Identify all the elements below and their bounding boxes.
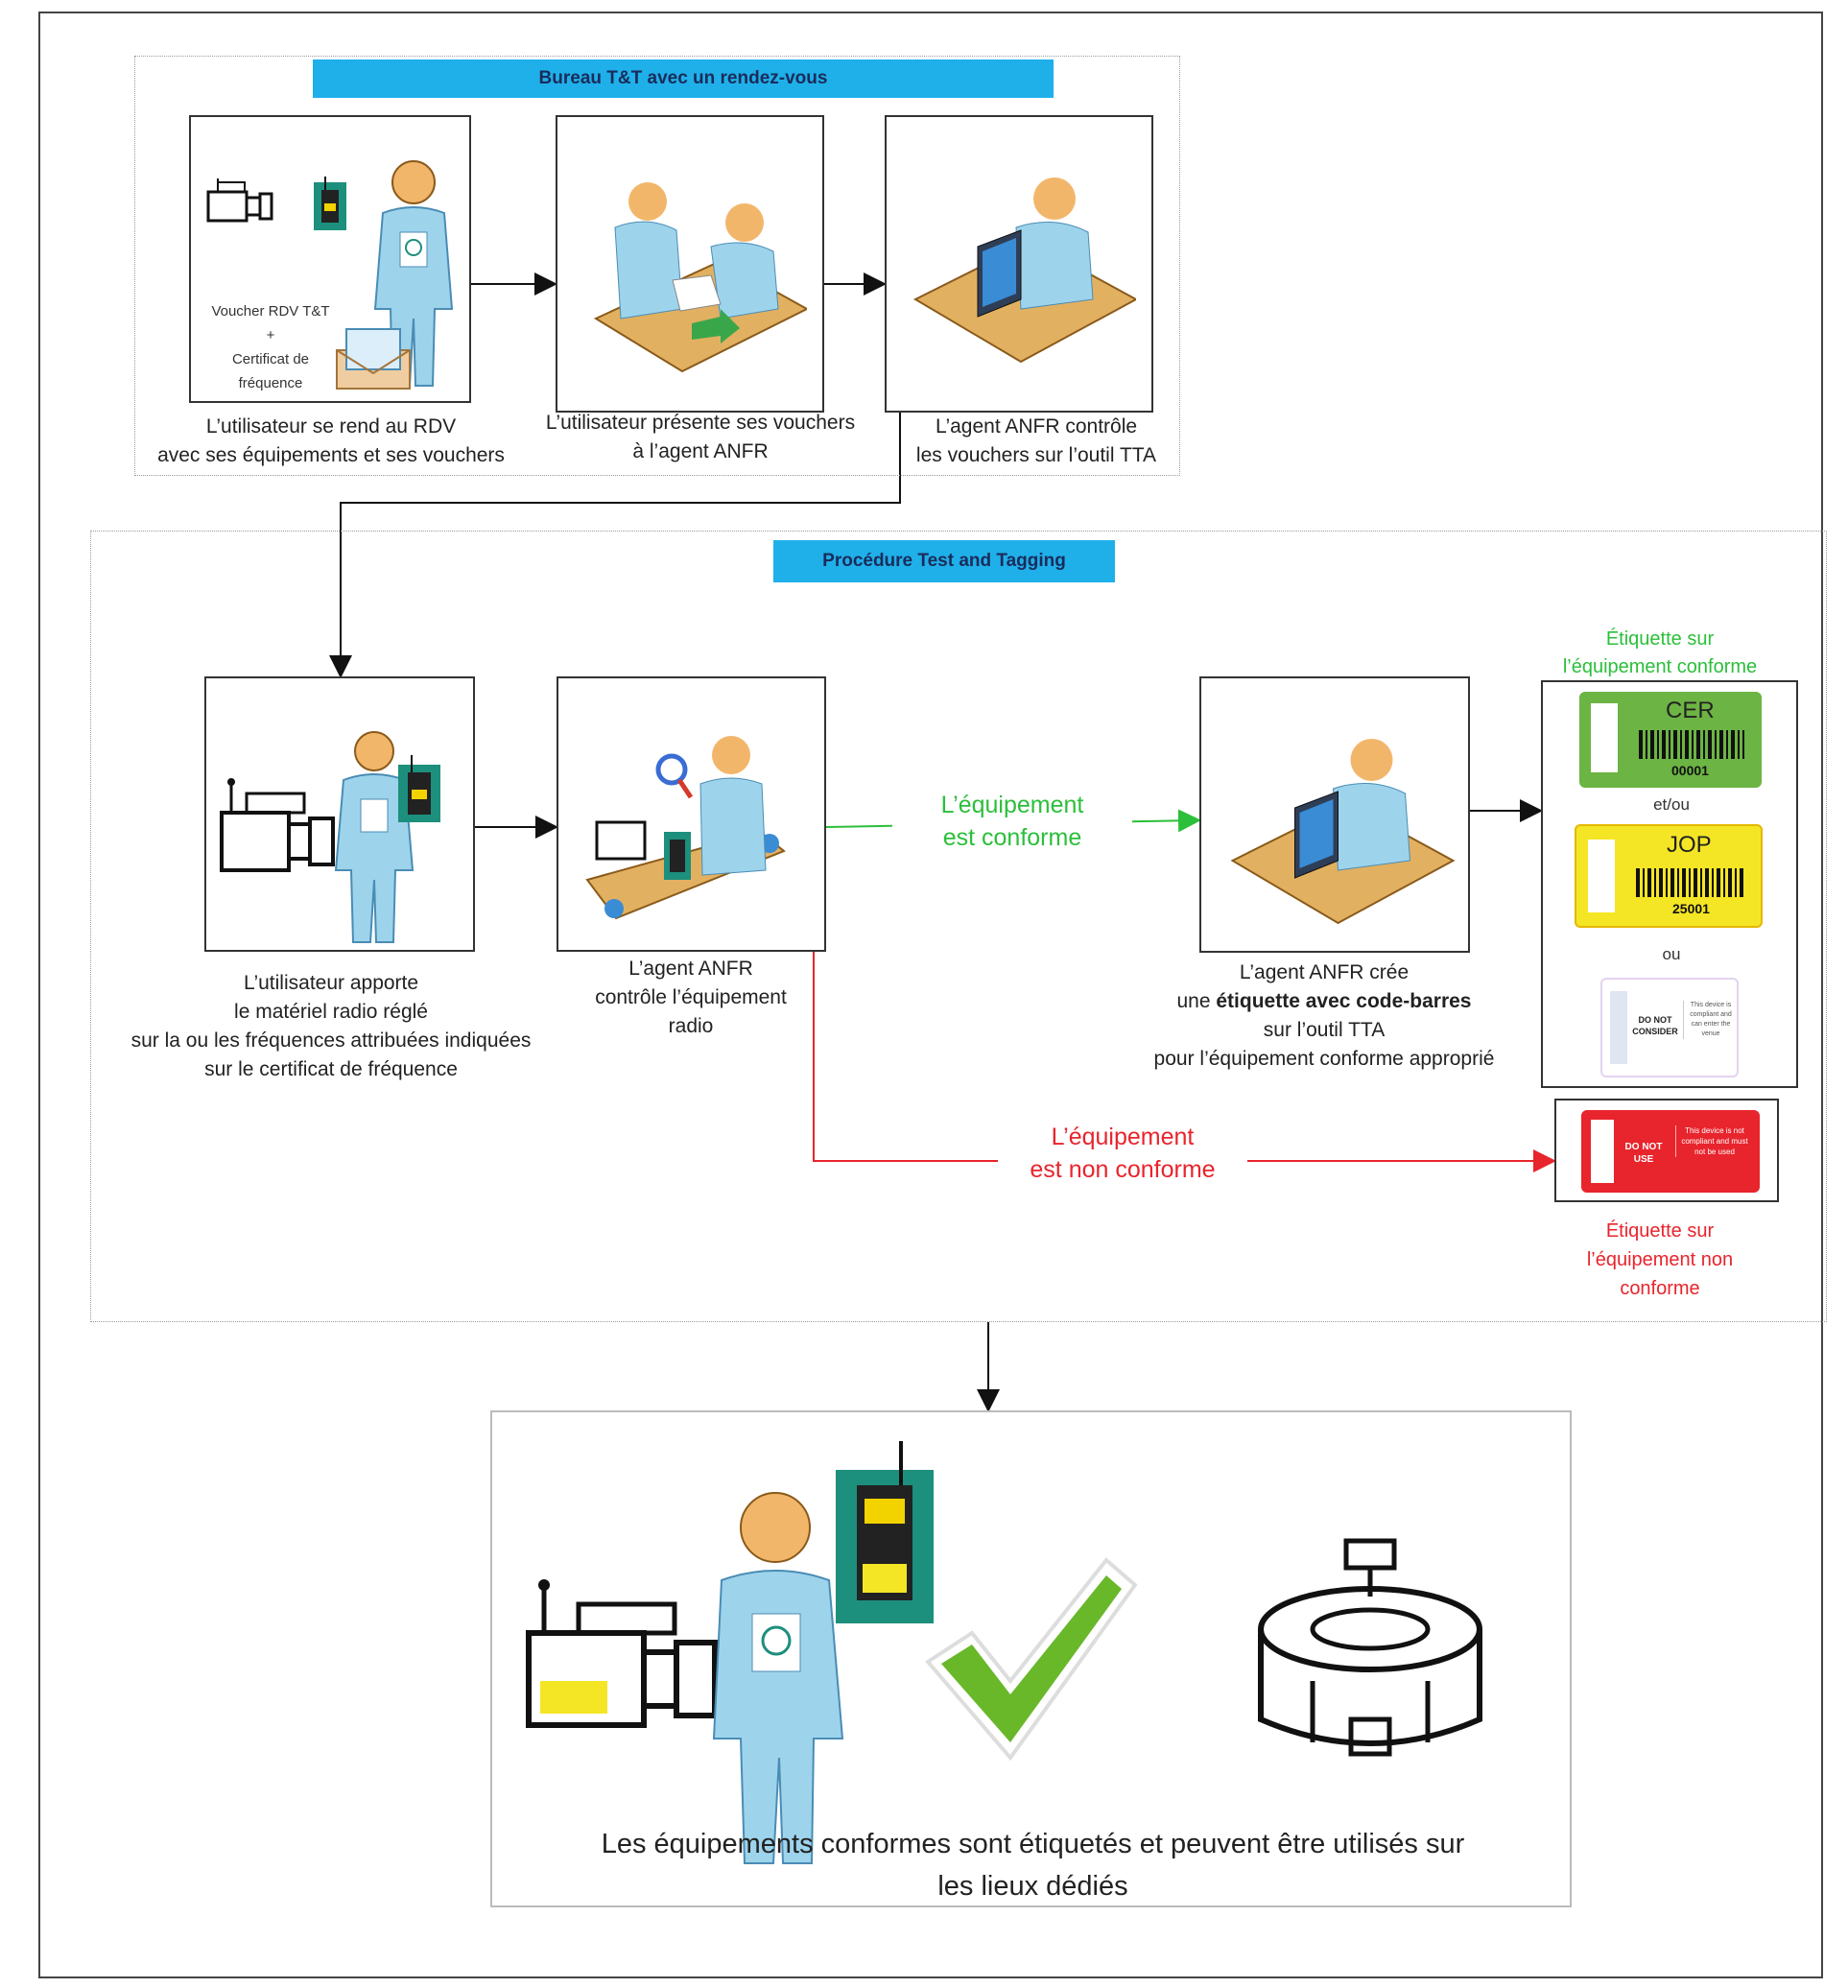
text-et-ou: et/ou [1653, 795, 1690, 814]
caption-agent-controls-line1: L’agent ANFR [628, 958, 753, 980]
barcode-icon [1639, 730, 1744, 759]
step-user-goes-rdv: Voucher RDV T&T + Certificat de fréquenc… [189, 115, 471, 403]
user-figure-icon [699, 1479, 862, 1873]
caption-agent-creates-line2: une étiquette avec code-barres [1103, 987, 1545, 1016]
caption-step2-line1: L’utilisateur présente ses vouchers [545, 412, 856, 434]
tag-cer-title: CER [1666, 698, 1715, 723]
step-user-presents-vouchers [556, 115, 824, 413]
labels-conforme-box: CER 00001 et/ou JOP 25001 ou DO NOT CONS… [1541, 680, 1798, 1088]
caption-agent-controls-line3: radio [668, 1015, 714, 1037]
heading-label-conforme: Étiquette sur l’équipement conforme [1535, 626, 1785, 681]
caption-step1-line2: avec ses équipements et ses vouchers [157, 444, 505, 466]
section-title-bureau: Bureau T&T avec un rendez-vous [313, 59, 1054, 98]
anfr-logo-icon [1610, 991, 1627, 1064]
tag-jop: JOP 25001 [1575, 824, 1763, 928]
inspection-conveyor-icon [578, 726, 813, 947]
final-caption-line2: les lieux dédiés [937, 1871, 1128, 1902]
camera-icon [204, 175, 273, 230]
agent-computer-icon [906, 155, 1139, 386]
barcode-icon [1636, 868, 1743, 897]
label-conforme: L’équipement est conforme [892, 789, 1132, 854]
heading-label-non-conforme: Étiquette sur l’équipement non conforme [1535, 1217, 1785, 1303]
caption-step2-line2: à l’agent ANFR [632, 440, 769, 462]
label-conforme-line1: L’équipement [940, 792, 1084, 818]
heading-label-conforme-line1: Étiquette sur [1605, 628, 1715, 650]
caption-agent-creates-line2-pre: une [1176, 990, 1217, 1012]
anfr-logo-icon [1591, 703, 1618, 772]
caption-user-brings-line1: L’utilisateur apporte [243, 972, 419, 994]
camera-icon [218, 774, 338, 889]
voucher-line1: Voucher RDV T&T [211, 303, 330, 320]
caption-user-brings: L’utilisateur apporte le matériel radio … [106, 969, 557, 1084]
tag-jop-num: 25001 [1672, 901, 1710, 916]
caption-user-brings-line2: le matériel radio réglé [234, 1001, 428, 1023]
diagram-frame [38, 12, 1823, 1978]
user-figure-icon [326, 726, 432, 947]
arrow-to-procedure [329, 413, 901, 678]
voucher-plus: + [266, 327, 275, 343]
tag-do-not-use: DO NOT USE This device is not compliant … [1581, 1110, 1760, 1193]
tag-cer-num: 00001 [1671, 763, 1709, 778]
caption-agent-creates-line2-bold: étiquette avec code-barres [1216, 990, 1472, 1012]
final-outcome-box: Les équipements conformes sont étiquetés… [490, 1410, 1572, 1907]
text-ou: ou [1662, 945, 1681, 963]
label-non-conforme-line1: L’équipement [1051, 1124, 1195, 1150]
step-agent-creates-label [1199, 676, 1470, 953]
step-agent-controls-radio [557, 676, 826, 952]
check-icon [914, 1547, 1145, 1767]
arrow-non-conforme [813, 952, 1556, 1172]
voucher-label: Voucher RDV T&T + Certificat de fréquenc… [199, 299, 343, 395]
radio-icon [836, 1441, 934, 1623]
agent-desk-icon [577, 155, 810, 386]
section-title-procedure: Procédure Test and Tagging [773, 540, 1115, 582]
caption-step2: L’utilisateur présente ses vouchers à l’… [518, 409, 883, 466]
caption-agent-creates: L’agent ANFR crée une étiquette avec cod… [1103, 958, 1545, 1074]
radio-icon [314, 177, 346, 230]
section-bureau-tt [134, 56, 1180, 476]
caption-agent-creates-line4: pour l’équipement conforme approprié [1153, 1048, 1495, 1070]
caption-step3-line1: L’agent ANFR contrôle [935, 415, 1138, 438]
tag-dnu-small: This device is not compliant and must no… [1675, 1125, 1753, 1157]
anfr-logo-icon [1588, 840, 1615, 912]
camera-icon [521, 1566, 723, 1739]
step-agent-controls-vouchers [885, 115, 1153, 413]
caption-user-brings-line3: sur la ou les fréquences attribuées indi… [130, 1030, 532, 1052]
final-caption-line1: Les équipements conformes sont étiquetés… [601, 1829, 1465, 1859]
voucher-line3: fréquence [238, 375, 303, 391]
section-test-tagging [90, 531, 1827, 1322]
heading-label-conforme-line2: l’équipement conforme [1562, 656, 1758, 677]
anfr-logo-icon [1591, 1120, 1614, 1183]
caption-agent-controls-line2: contrôle l’équipement [595, 986, 787, 1008]
final-caption: Les équipements conformes sont étiquetés… [492, 1823, 1574, 1907]
heading-non-conforme-line2: l’équipement non [1586, 1249, 1734, 1270]
label-non-conforme: L’équipement est non conforme [998, 1121, 1247, 1186]
caption-step3-line2: les vouchers sur l’outil TTA [915, 444, 1157, 466]
caption-agent-creates-line1: L’agent ANFR crée [1239, 961, 1410, 983]
heading-non-conforme-line3: conforme [1620, 1278, 1700, 1299]
caption-agent-controls: L’agent ANFR contrôle l’équipement radio [537, 955, 844, 1041]
caption-step1-line1: L’utilisateur se rend au RDV [205, 415, 457, 438]
stadium-icon [1255, 1537, 1485, 1767]
agent-computer-icon [1220, 717, 1456, 947]
tag-do-not-consider: DO NOT CONSIDER This device is compliant… [1600, 978, 1739, 1077]
tag-jop-title: JOP [1667, 832, 1712, 858]
tag-dnc-small: This device is compliant and can enter t… [1683, 1001, 1738, 1039]
label-non-conforme-line2: est non conforme [1030, 1156, 1216, 1183]
caption-step3: L’agent ANFR contrôle les vouchers sur l… [892, 413, 1180, 470]
heading-non-conforme-line1: Étiquette sur [1605, 1220, 1715, 1242]
voucher-line2: Certificat de [231, 351, 310, 367]
tag-dnc-text: DO NOT CONSIDER [1632, 1015, 1678, 1036]
radio-icon [398, 755, 440, 822]
tag-cer: CER 00001 [1579, 692, 1762, 788]
label-conforme-line2: est conforme [942, 824, 1082, 851]
labels-non-conforme-box: DO NOT USE This device is not compliant … [1554, 1099, 1779, 1202]
caption-step1: L’utilisateur se rend au RDV avec ses éq… [134, 413, 528, 470]
caption-user-brings-line4: sur le certificat de fréquence [204, 1058, 458, 1080]
caption-agent-creates-line3: sur l’outil TTA [1263, 1019, 1386, 1041]
envelope-icon [335, 323, 412, 390]
tag-dnu-text: DO NOT USE [1624, 1142, 1663, 1165]
step-user-brings-equipment [204, 676, 475, 952]
